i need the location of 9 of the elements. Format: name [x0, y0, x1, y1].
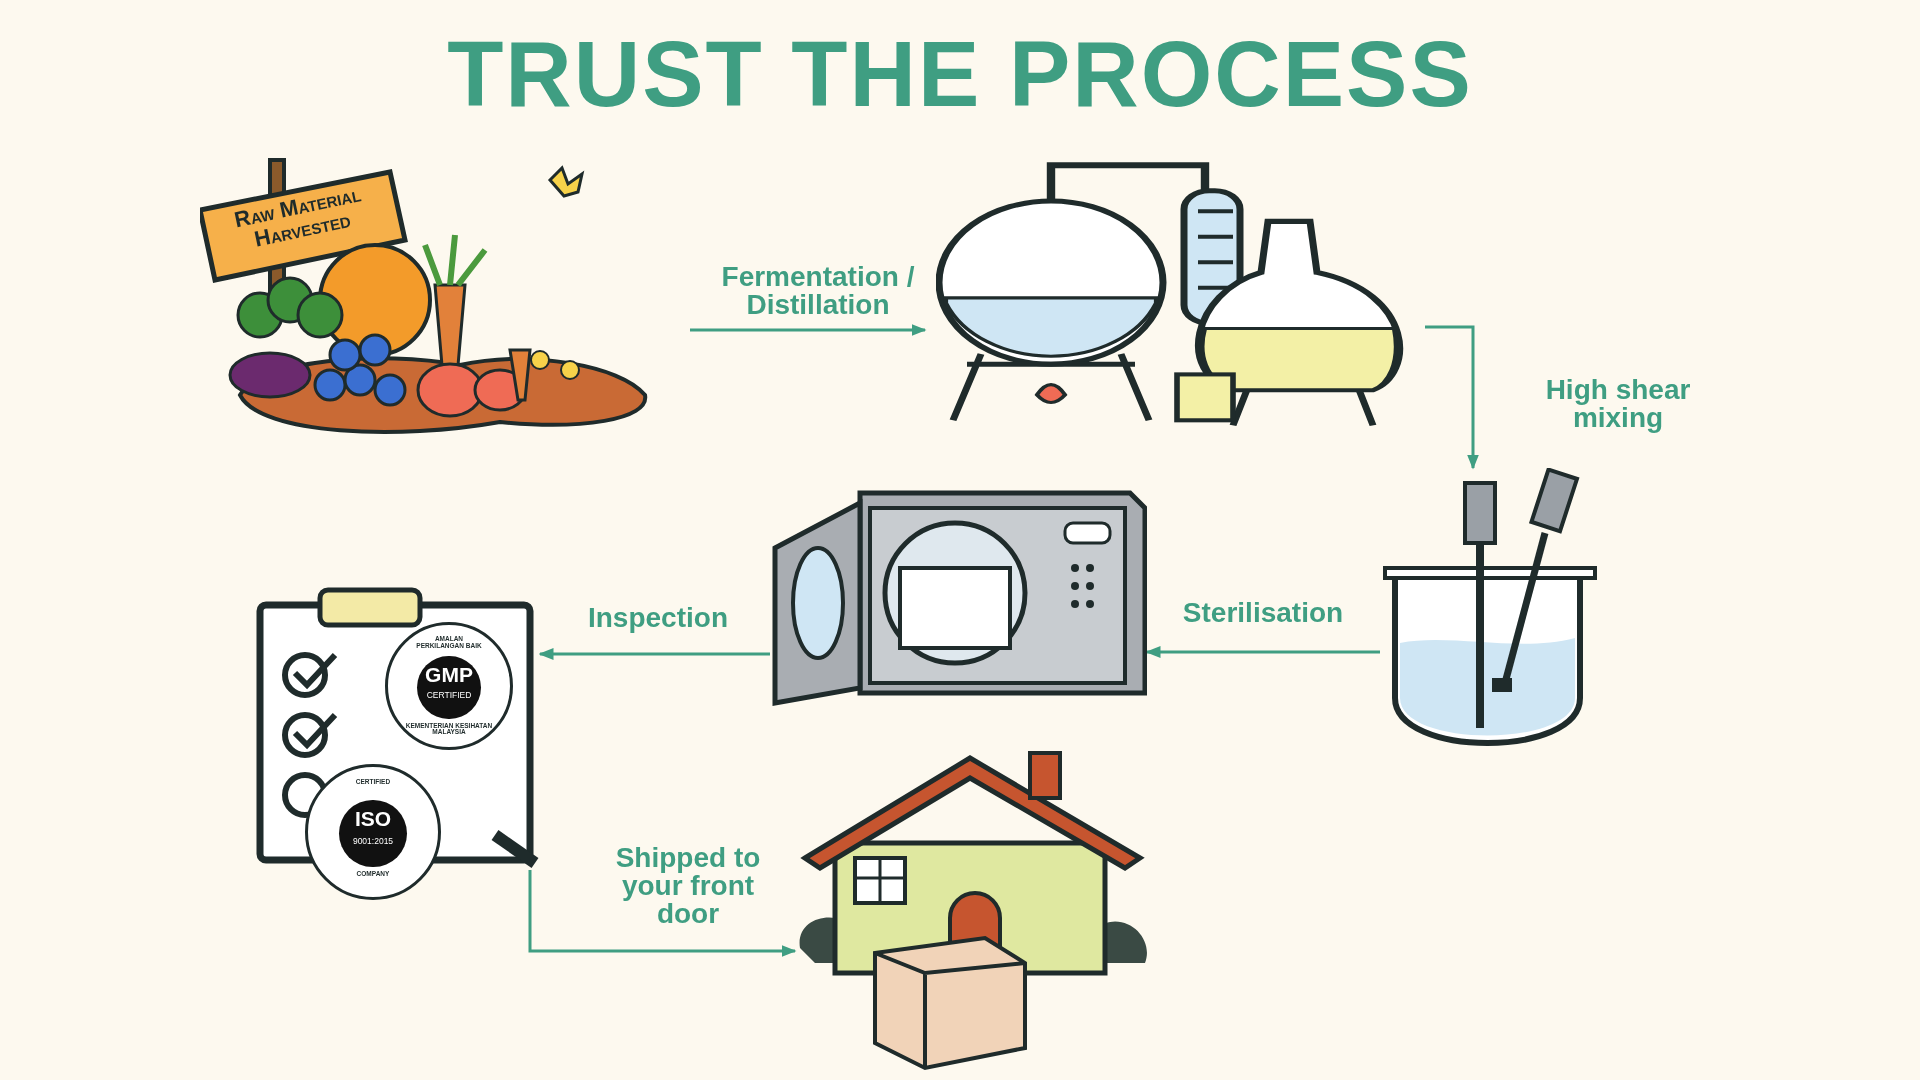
sign-text: Raw Material Harvested [231, 180, 364, 254]
seal-text: 9001:2015 [352, 835, 394, 846]
flow-arrow [690, 324, 927, 336]
seal-text: ISO [354, 807, 392, 832]
flow-arrow [1425, 325, 1479, 470]
diagram-title: TRUST THE PROCESS [447, 22, 1473, 127]
seal-text: GMP [425, 662, 473, 687]
flow-arrow [528, 870, 797, 957]
seal-text: CERTIFIED [426, 689, 472, 700]
